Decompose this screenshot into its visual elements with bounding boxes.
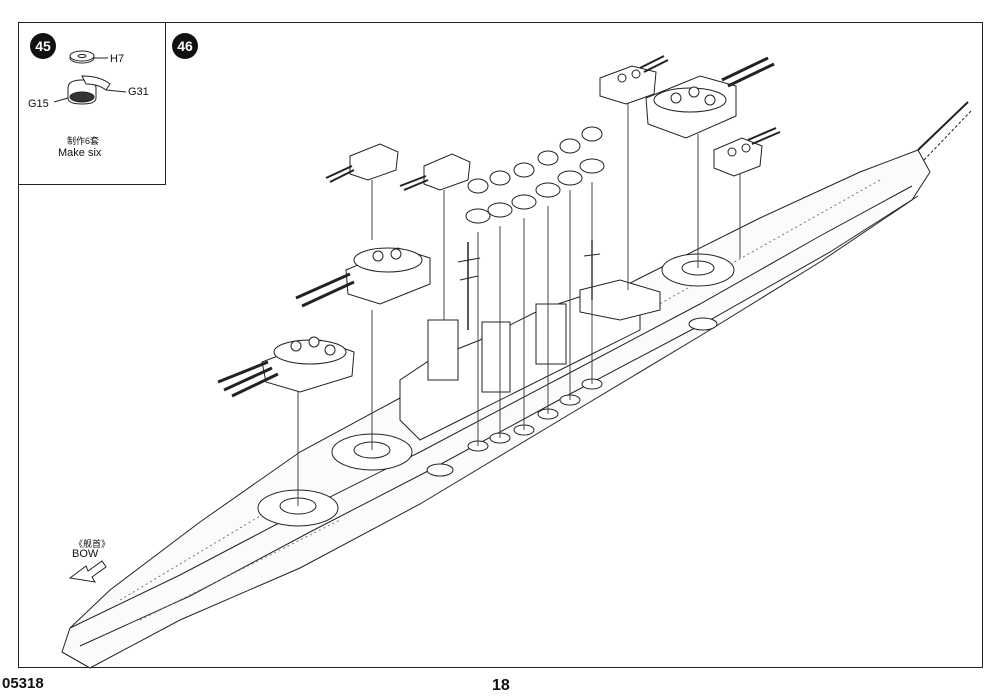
- part-label-g15: G15: [28, 98, 49, 110]
- barbette-y: [688, 317, 718, 331]
- step-45-badge: 45: [30, 33, 56, 59]
- aa-mount-row: [465, 126, 605, 224]
- main-turret-a: [217, 336, 355, 398]
- secondary-turret-1: [325, 143, 399, 183]
- step-46-badge: 46: [172, 33, 198, 59]
- make-six-note-en: Make six: [58, 147, 102, 159]
- page-number: 18: [492, 677, 510, 694]
- part-label-h7: H7: [110, 53, 125, 65]
- barbette-b: [331, 433, 413, 471]
- make-six-note-cn: 制作6套: [67, 136, 100, 146]
- page-frame: [18, 22, 983, 668]
- secondary-turret-3: [713, 127, 781, 177]
- main-turret-y: [645, 56, 775, 139]
- main-turret-b: [295, 247, 431, 308]
- main-turret-x: [599, 55, 669, 105]
- bow-direction-arrow-icon: [68, 560, 107, 583]
- part-label-g31: G31: [128, 86, 149, 98]
- secondary-turret-2: [399, 153, 471, 191]
- inset-turret-part-icon: [53, 50, 127, 105]
- bow-label-cn: 《舰首》: [74, 539, 111, 549]
- leader-lines: [297, 100, 741, 506]
- bow-label-en: BOW: [72, 548, 99, 560]
- step-45-inset-panel: [18, 22, 166, 185]
- kit-number: 05318: [2, 675, 44, 692]
